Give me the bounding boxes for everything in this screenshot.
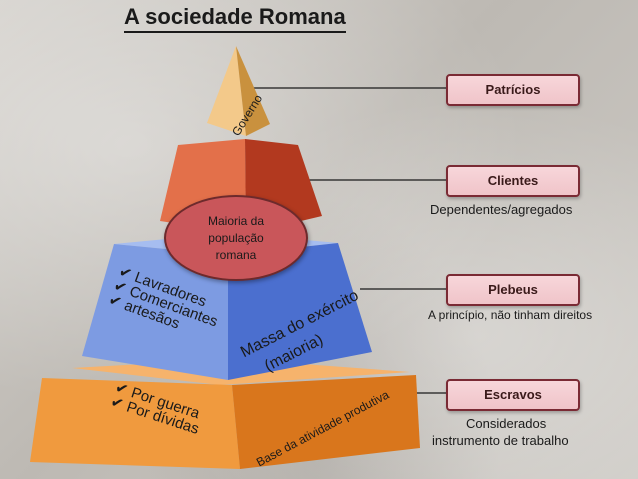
note-escravos-line1: Considerados [466, 416, 546, 431]
majority-bubble: Maioria da população romana [164, 195, 308, 281]
note-escravos-line2: instrumento de trabalho [432, 433, 569, 448]
note-clientes: Dependentes/agregados [430, 202, 572, 217]
majority-bubble-text: Maioria da população romana [201, 213, 271, 264]
label-plebeus: Plebeus [446, 274, 580, 306]
label-clientes: Clientes [446, 165, 580, 197]
label-patricios: Patrícios [446, 74, 580, 106]
note-plebeus: A princípio, não tinham direitos [428, 308, 592, 322]
label-escravos: Escravos [446, 379, 580, 411]
